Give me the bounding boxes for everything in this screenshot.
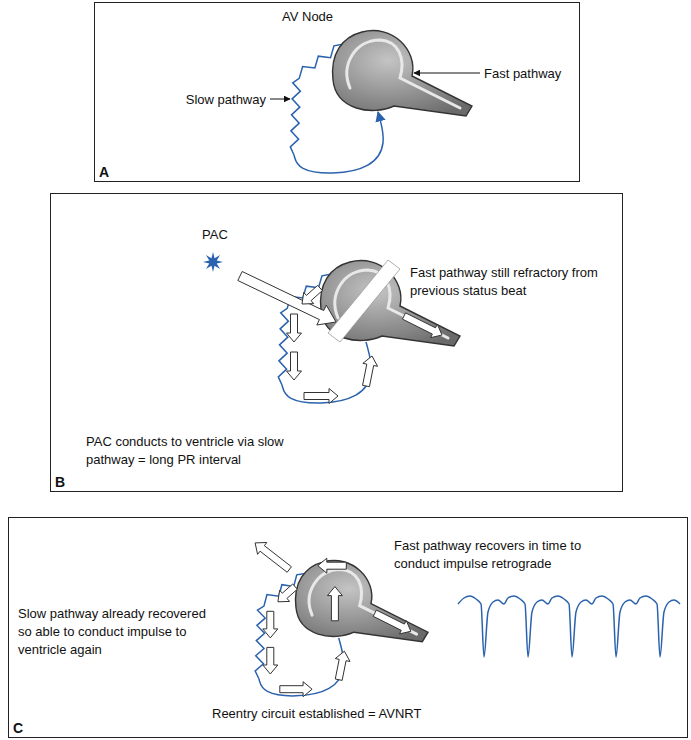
panel-letter: A	[99, 164, 109, 180]
av-node-highlight	[347, 40, 460, 108]
impulse-arrow	[373, 610, 411, 634]
leader-arrow	[270, 99, 290, 100]
leader-arrow	[414, 73, 480, 74]
impulse-arrow	[327, 587, 342, 621]
annotation-label: Fast pathway recovers in time to conduct…	[394, 537, 616, 573]
slow-pathway-return	[294, 112, 383, 173]
impulse-arrow	[255, 543, 291, 573]
av-node-highlight	[309, 570, 416, 635]
impulse-arrow	[318, 558, 347, 573]
annotation-label: Fast pathway	[484, 65, 561, 83]
pac-star	[203, 252, 223, 272]
panel-letter: C	[13, 720, 23, 736]
annotation-label: AV Node	[282, 8, 333, 26]
impulse-arrow	[302, 285, 322, 304]
impulse-arrow	[287, 314, 302, 342]
av-node-body	[296, 561, 428, 642]
impulse-arrow	[263, 647, 278, 674]
pac-arrow	[238, 271, 336, 325]
refractory-block	[328, 260, 400, 342]
annotation-label: Fast pathway still refractory from previ…	[410, 264, 615, 300]
slow-pathway-return	[282, 342, 371, 403]
annotation-label: Slow pathway already recovered so able t…	[18, 605, 223, 659]
slow-pathway-return	[259, 638, 344, 696]
panel-letter: B	[55, 474, 65, 490]
impulse-arrow	[335, 651, 350, 680]
annotation-label: Slow pathway	[150, 91, 266, 109]
ecg-trace	[458, 596, 680, 657]
impulse-arrow	[287, 352, 302, 380]
impulse-arrow	[278, 584, 297, 602]
impulse-arrow	[363, 356, 378, 387]
panel-frame: A	[94, 2, 580, 182]
impulse-arrow	[263, 611, 278, 638]
impulse-arrow	[402, 313, 442, 338]
annotation-label: Reentry circuit established = AVNRT	[212, 705, 421, 723]
impulse-arrow	[304, 389, 338, 404]
av-node	[296, 561, 428, 642]
annotation-label: PAC conducts to ventricle via slow pathw…	[86, 433, 314, 469]
impulse-arrow	[280, 682, 312, 697]
annotation-label: PAC	[202, 226, 228, 244]
